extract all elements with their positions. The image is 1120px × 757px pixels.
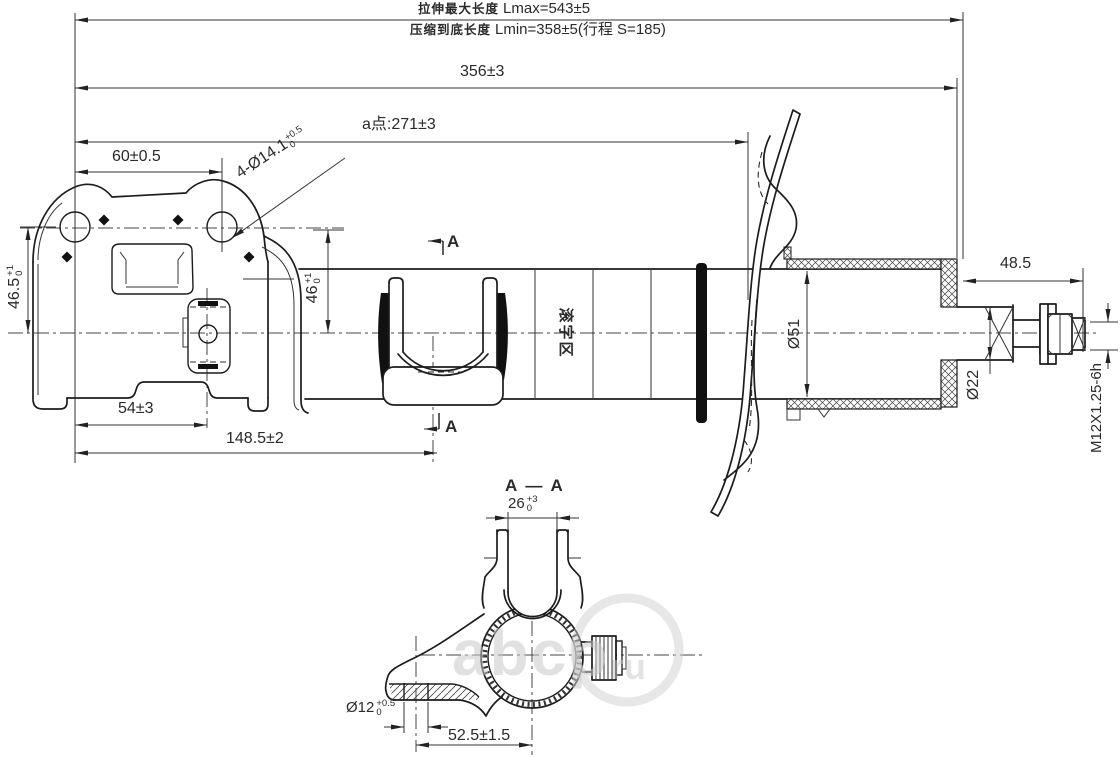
note-lmax-cn: 拉伸最大长度 (418, 2, 500, 16)
watermark-tld: ru (610, 646, 646, 687)
dim-356: 356±3 (460, 63, 505, 80)
note-lmin-value: Lmin=358±5(行程 S=185) (495, 21, 666, 38)
note-lmin: 压缩到底长度 Lmin=358±5(行程 S=185) (410, 21, 666, 39)
dim-thread: M12X1.25-6h (1088, 362, 1105, 454)
note-lmax: 拉伸最大长度 Lmax=543±5 (418, 0, 590, 18)
watermark-text: abcp (452, 617, 610, 689)
dim-60: 60±0.5 (112, 148, 161, 165)
section-cut-letter-bottom: A (445, 417, 458, 436)
dim-54: 54±3 (118, 400, 154, 417)
note-lmax-value: Lmax=543±5 (503, 0, 591, 17)
dim-48-5: 48.5 (1000, 255, 1032, 272)
dim-271: a点:271±3 (362, 116, 436, 133)
note-lmin-cn: 压缩到底长度 (410, 23, 492, 37)
dim-dia51: Ø51 (786, 318, 803, 350)
section-cut-letter-top: A (447, 232, 460, 251)
section-title: A — A (505, 476, 565, 495)
marking-zone-label: 滚字区 (557, 307, 574, 359)
dim-dia22: Ø22 (965, 369, 982, 401)
dim-52-5: 52.5±1.5 (448, 727, 511, 744)
dim-148-5: 148.5±2 (226, 430, 284, 447)
